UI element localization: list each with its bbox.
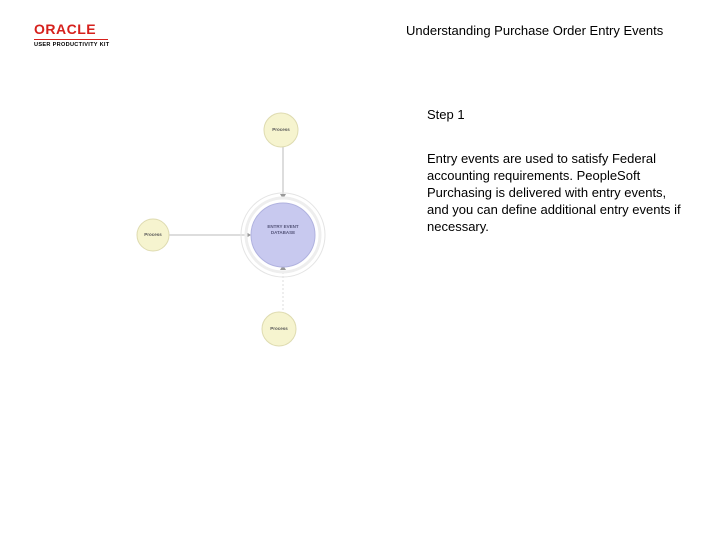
center-node-label: ENTRY EVENT DATABASE xyxy=(253,224,313,236)
center-label-line1: ENTRY EVENT xyxy=(267,224,299,229)
step-title: Step 1 xyxy=(427,107,465,122)
bottom-node-label: Process xyxy=(270,326,288,331)
logo-tagline: USER PRODUCTIVITY KIT xyxy=(34,42,110,48)
logo-wordmark: ORACLE xyxy=(34,21,97,37)
step-description: Entry events are used to satisfy Federal… xyxy=(427,151,681,234)
left-process-node xyxy=(136,218,170,252)
diagram-graphic xyxy=(136,112,326,347)
center-label-line2: DATABASE xyxy=(270,230,296,235)
logo-rule xyxy=(34,39,108,40)
middle-ring xyxy=(244,196,322,274)
top-process-node xyxy=(263,112,299,148)
page-title: Understanding Purchase Order Entry Event… xyxy=(406,23,664,38)
entry-event-diagram: Process Process Process ENTRY EVENT DATA… xyxy=(130,110,330,350)
center-node xyxy=(250,202,316,268)
oracle-upk-logo: ORACLE USER PRODUCTIVITY KIT xyxy=(34,22,134,48)
bottom-process-node xyxy=(261,311,297,347)
top-node-label: Process xyxy=(272,127,290,132)
left-node-label: Process xyxy=(144,232,162,237)
outer-ring xyxy=(240,192,326,278)
